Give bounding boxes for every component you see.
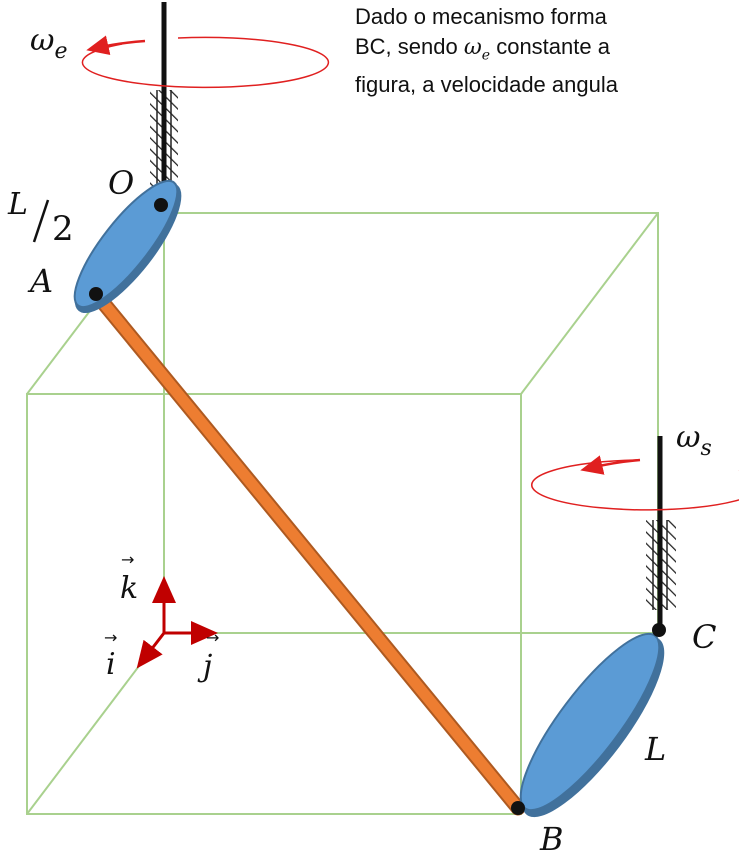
problem-line-3: figura, a velocidade angula [355, 72, 618, 98]
box-front-face [26, 393, 522, 815]
point-c-label: C [692, 618, 716, 656]
svg-text:2: 2 [52, 209, 74, 249]
point-a-label: A [27, 262, 53, 300]
vec-i-label: i → [104, 628, 117, 682]
svg-text:L: L [7, 187, 28, 222]
length-l-label: L [644, 730, 666, 768]
vec-j-label: j → [197, 628, 219, 684]
point-c-dot [652, 623, 666, 637]
svg-text:→: → [206, 628, 219, 647]
box-edge-top-right [520, 212, 659, 395]
omega-e-rotation [81, 35, 330, 89]
svg-text:k: k [120, 571, 138, 606]
disk-oa [73, 179, 182, 314]
omega-s-label: ωs [676, 420, 712, 461]
box-back-face [163, 212, 659, 634]
disk-bc [519, 632, 665, 818]
vec-k-label: k → [120, 550, 138, 606]
omega-e-inline: ωe [463, 35, 491, 64]
point-b-dot [511, 801, 525, 815]
axis-i-arrow [136, 632, 166, 669]
svg-text:j: j [197, 649, 212, 684]
point-b-label: B [539, 820, 564, 858]
problem-line-2-start: BC, sendo [355, 34, 464, 59]
point-o-dot [154, 198, 168, 212]
svg-text:i: i [106, 647, 116, 682]
input-shaft [150, 2, 178, 206]
coordinate-axes [136, 576, 218, 669]
box-edge-bottom-left [26, 632, 165, 815]
svg-text:→: → [104, 628, 117, 647]
problem-line-1: Dado o mecanismo forma [355, 4, 607, 29]
omega-s-rotation [531, 455, 739, 511]
rod-ab [88, 286, 526, 816]
omega-e-label: ωe [30, 23, 68, 64]
point-a-dot [89, 287, 103, 301]
output-shaft [646, 436, 676, 630]
problem-line-2: BC, sendo ωe constante a [355, 32, 739, 70]
problem-statement: Dado o mecanismo forma BC, sendo ωe cons… [355, 2, 739, 100]
problem-line-2-end: constante a [490, 34, 610, 59]
point-o-label: O [108, 164, 134, 202]
half-length-label: L 2 [7, 187, 74, 249]
svg-text:→: → [121, 550, 134, 569]
